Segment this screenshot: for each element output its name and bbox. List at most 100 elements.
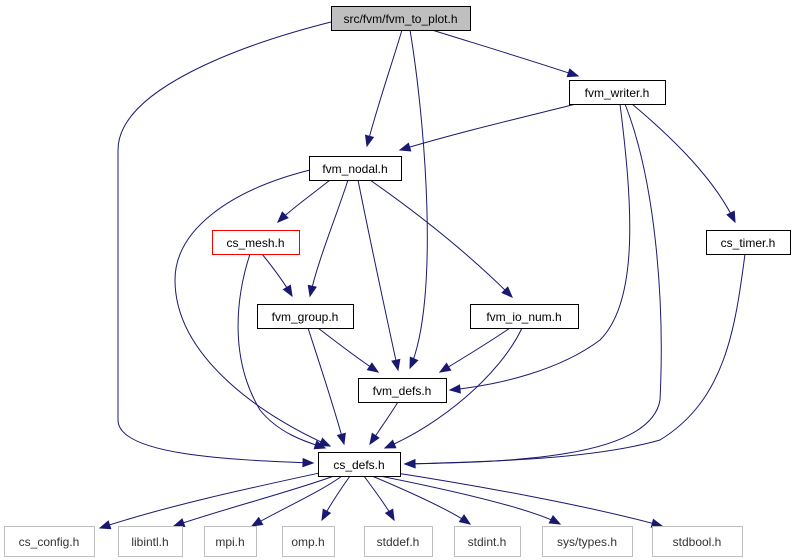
edge-cs_defs-to-mpi [250, 475, 343, 527]
node-label: omp.h [291, 535, 324, 549]
edge-line [371, 475, 471, 525]
edge-fvm_group-to-fvm_defs [317, 327, 380, 373]
edge-fvm_writer-to-fvm_defs [448, 103, 631, 394]
node-box [212, 230, 300, 255]
arrow-head-icon [98, 520, 112, 530]
node-label: cs_config.h [19, 535, 80, 549]
edge-line [379, 475, 561, 525]
edge-line [99, 471, 325, 529]
edge-fvm_nodal-to-cs_mesh [277, 179, 331, 223]
arrow-head-icon [336, 432, 346, 446]
edge-cs_timer-to-cs_defs [403, 253, 746, 469]
node-box [706, 230, 791, 255]
edge-line [369, 179, 513, 298]
edge-line [173, 475, 335, 527]
arrow-head-icon [369, 432, 380, 446]
arrow-head-icon [366, 362, 380, 373]
nodes-layer: src/fvm/fvm_to_plot.h fvm_writer.h fvm_nod… [4, 6, 791, 557]
node-box [318, 452, 401, 477]
edges-layer [98, 21, 746, 530]
node-box [4, 526, 95, 557]
edge-line [409, 29, 428, 369]
edge-line [631, 103, 736, 223]
node-label: fvm_group.h [272, 310, 339, 324]
edge-line [439, 327, 511, 373]
arrow-head-icon [391, 358, 401, 372]
edge-line [384, 327, 523, 449]
edge-fvm_nodal-to-fvm_io_num [369, 179, 513, 298]
edge-line [404, 253, 746, 465]
node-box [454, 526, 521, 557]
edge-cs_defs-to-stdbool [389, 471, 664, 528]
arrow-head-icon [313, 440, 327, 450]
arrow-head-icon [282, 284, 293, 298]
node-fvm-to-plot[interactable]: src/fvm/fvm_to_plot.h [331, 6, 471, 31]
edge-line [117, 21, 332, 464]
node-label: cs_mesh.h [226, 236, 284, 250]
arrow-head-icon [172, 518, 186, 528]
node-box [364, 526, 433, 557]
node-label: libintl.h [131, 535, 168, 549]
edge-fvm_io_num-to-fvm_defs [438, 327, 511, 373]
node-omp: omp.h [282, 526, 335, 557]
node-fvm-nodal[interactable]: fvm_nodal.h [309, 156, 402, 181]
edge-fvm_to_plot-to-fvm_writer [431, 29, 580, 78]
node-fvm-defs[interactable]: fvm_defs.h [358, 378, 447, 403]
node-box [282, 526, 335, 557]
node-box [309, 156, 402, 181]
edge-fvm_writer-to-fvm_nodal [398, 103, 577, 152]
node-mpi: mpi.h [204, 526, 257, 557]
node-label: cs_defs.h [333, 458, 384, 472]
arrow-head-icon [398, 142, 412, 152]
edge-line [404, 103, 662, 465]
node-box [542, 526, 633, 557]
edge-line [309, 179, 349, 297]
node-cs-defs[interactable]: cs_defs.h [318, 452, 401, 477]
node-fvm-writer[interactable]: fvm_writer.h [569, 80, 666, 105]
edge-fvm_writer-to-cs_timer [631, 103, 736, 224]
arrow-head-icon [403, 458, 416, 469]
edge-cs_defs-to-sys_types [379, 475, 562, 525]
node-fvm-group[interactable]: fvm_group.h [257, 304, 354, 329]
node-label: cs_timer.h [721, 236, 776, 250]
node-stddef: stddef.h [364, 526, 433, 557]
node-box [358, 378, 447, 403]
edge-line [357, 179, 399, 371]
edge-fvm_to_plot-to-fvm_nodal [364, 29, 403, 148]
node-cs-timer[interactable]: cs_timer.h [706, 230, 791, 255]
node-label: sys/types.h [557, 535, 617, 549]
node-label: fvm_io_num.h [486, 310, 561, 324]
edge-fvm_nodal-to-cs_defs [174, 169, 332, 447]
node-label: mpi.h [215, 535, 244, 549]
arrow-head-icon [501, 286, 513, 298]
edge-fvm_io_num-to-cs_defs [383, 327, 523, 449]
arrow-head-icon [448, 384, 461, 394]
node-box [470, 304, 579, 329]
edge-cs_defs-to-stdint [371, 475, 472, 525]
node-cs-config: cs_config.h [4, 526, 95, 557]
edge-fvm_group-to-cs_defs [307, 327, 346, 446]
node-fvm-io-num[interactable]: fvm_io_num.h [470, 304, 579, 329]
node-box [569, 80, 666, 105]
arrow-head-icon [302, 457, 315, 468]
node-box [204, 526, 257, 557]
edge-cs_defs-to-cs_config [98, 471, 325, 530]
edge-cs_defs-to-libintl [172, 475, 335, 528]
arrow-head-icon [458, 514, 472, 525]
edge-fvm_to_plot-to-fvm_defs [409, 29, 428, 370]
edge-cs_mesh-to-cs_defs [237, 253, 327, 450]
arrow-head-icon [277, 211, 289, 223]
node-label: fvm_defs.h [373, 384, 432, 398]
edge-line [174, 169, 331, 447]
node-label: fvm_nodal.h [322, 162, 387, 176]
node-label: stdbool.h [673, 535, 722, 549]
edge-line [449, 103, 631, 391]
node-label: stddef.h [377, 535, 420, 549]
edge-line [251, 475, 343, 527]
node-box [652, 526, 743, 557]
edge-cs_defs-to-omp [321, 475, 351, 522]
node-cs-mesh[interactable]: cs_mesh.h [212, 230, 300, 255]
node-stdbool: stdbool.h [652, 526, 743, 557]
edge-line [237, 253, 326, 449]
